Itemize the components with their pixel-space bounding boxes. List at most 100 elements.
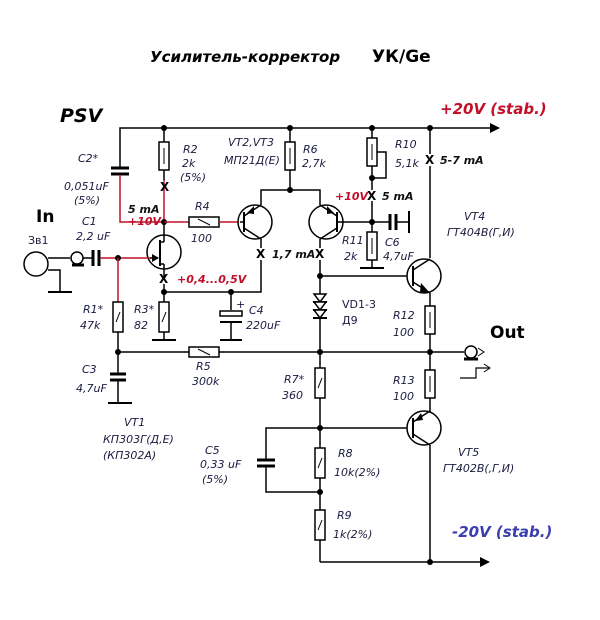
measurements-test_point_mark: X xyxy=(425,153,435,167)
components-c3-value: 4,7uF xyxy=(76,382,107,395)
components-r2-ref: R2 xyxy=(183,143,198,156)
rail-positive-label: +20V (stab.) xyxy=(440,100,547,118)
c2-value: 0,051uF xyxy=(64,180,109,193)
title-model: УК/Ge xyxy=(372,47,431,67)
components-r7-value: 360 xyxy=(282,389,303,402)
components-c6-value: 4,7uF xyxy=(383,250,414,263)
resistor-r4: R4 100 xyxy=(164,200,240,245)
transistor-vt4: X 5-7 mA VT4 ГТ404В(Г,И) xyxy=(406,128,515,306)
c2-tol: (5%) xyxy=(74,194,100,207)
components-r2-value: 2k xyxy=(182,157,196,170)
components-c3-ref: C3 xyxy=(82,363,97,376)
diff-pair-current: 1,7 mA xyxy=(272,248,315,261)
components-r10-value: 5,1k xyxy=(395,157,419,170)
components-r4-value: 100 xyxy=(191,232,212,245)
resistor-r3: R3* 82 xyxy=(134,289,176,341)
components-vt4-ref: VT4 xyxy=(464,210,485,223)
components-r5-ref: R5 xyxy=(196,360,211,373)
components-vt1-type: КП303Г(Д,Е) xyxy=(103,433,174,446)
measurements-test_point_mark: X xyxy=(256,247,266,261)
capacitor-c2: C2* 0,051uF (5%) xyxy=(64,152,164,223)
resistor-r1: R1* 47k xyxy=(80,258,124,355)
components-c1-value: 2,2 uF xyxy=(76,230,111,243)
components-r12-value: 100 xyxy=(393,326,414,339)
output-label: Out xyxy=(490,323,525,343)
resistor-r8: R8 10k(2%) xyxy=(314,428,380,495)
capacitor-c6: C6 4,7uF xyxy=(372,211,414,263)
resistor-r5: R5 300k xyxy=(118,346,430,388)
components-r8-ref: R8 xyxy=(338,447,353,460)
psv-label: PSV xyxy=(60,105,104,127)
components-r9-value: 1k(2%) xyxy=(333,528,372,541)
components-r10-ref: R10 xyxy=(395,138,417,151)
components-r13-ref: R13 xyxy=(393,374,415,387)
components-r4-ref: R4 xyxy=(195,200,210,213)
output-stage-current: 5-7 mA xyxy=(440,154,484,167)
input-label: In xyxy=(36,207,54,227)
measurements-test_point_mark: X xyxy=(159,272,169,286)
components-vt1-alt: (КП302А) xyxy=(103,449,156,462)
capacitor-c4: + C4 220uF xyxy=(164,262,281,341)
components-c5-value: 0,33 uF xyxy=(200,458,242,471)
capacitor-c5: C5 0,33 uF (5%) xyxy=(200,427,320,493)
components-c6-ref: C6 xyxy=(385,236,400,249)
title-main: Усилитель-корректор xyxy=(150,48,340,66)
resistor-r6: R6 2,7k VT2,VT3 МП21Д(Е) xyxy=(224,128,326,205)
components-c4-polarity: + xyxy=(236,298,245,311)
components-vd-type: Д9 xyxy=(342,314,358,327)
components-c1-ref: C1 xyxy=(82,215,97,228)
components-r1-value: 47k xyxy=(80,319,101,332)
components-r6-value: 2,7k xyxy=(302,157,326,170)
vt1-drain-current: 5 mA xyxy=(128,203,159,216)
components-vd-ref: VD1-3 xyxy=(342,298,376,311)
components-r9-ref: R9 xyxy=(337,509,352,522)
components-vt4-type: ГТ404В(Г,И) xyxy=(447,226,515,239)
output-jack[interactable] xyxy=(430,345,491,379)
capacitor-c3: C3 4,7uF xyxy=(76,352,132,404)
components-r1-ref: R1* xyxy=(83,303,104,316)
measurements-test_point_mark: X xyxy=(367,189,377,203)
components-r7-ref: R7* xyxy=(284,373,305,386)
components-r11-value: 2k xyxy=(344,250,358,263)
components-r11-ref: R11 xyxy=(342,234,364,247)
rail-positive-arrow-icon xyxy=(490,123,500,133)
components-vt5-ref: VT5 xyxy=(458,446,479,459)
resistor-r2: X R2 2k (5%) 5 mA +10V xyxy=(128,128,206,228)
measurements-test_point_mark: X xyxy=(160,180,170,194)
resistor-r10: X R10 5,1k +10V 5 mA xyxy=(335,128,419,225)
components-vt23-ref: VT2,VT3 xyxy=(228,136,274,149)
transistor-vt1: X +0,4...0,5V VT1 КП303Г(Д,Е) (КП302А) xyxy=(103,222,248,462)
components-c5-tol: (5%) xyxy=(202,473,228,486)
vt1-drain-voltage: +10V xyxy=(128,215,163,228)
transistor-vt2: X xyxy=(237,204,273,262)
components-r3-ref: R3* xyxy=(134,303,155,316)
components-r5-value: 300k xyxy=(192,375,220,388)
input-jack[interactable] xyxy=(23,251,92,293)
transistor-vt3: X 1,7 mA xyxy=(272,204,372,279)
capacitor-c1: C1 2,2 uF xyxy=(76,215,121,266)
transistor-vt5: VT5 ГТ402В(,Г,И) xyxy=(406,410,514,562)
input-jack-label: Зв1 xyxy=(28,234,49,247)
components-c4-ref: C4 xyxy=(249,304,264,317)
components-vt5-type: ГТ402В(,Г,И) xyxy=(443,462,514,475)
resistor-r9: R9 1k(2%) xyxy=(314,492,372,562)
components-r8-value: 10k(2%) xyxy=(334,466,380,479)
components-r3-value: 82 xyxy=(134,319,148,332)
resistor-r7: R7* 360 xyxy=(282,352,326,431)
components-r6-ref: R6 xyxy=(303,143,318,156)
components-c4-value: 220uF xyxy=(246,319,281,332)
r10-voltage: +10V xyxy=(335,190,370,203)
c2-ref: C2* xyxy=(78,152,99,165)
resistor-r13: R13 100 xyxy=(393,369,436,412)
components-r12-ref: R12 xyxy=(393,309,415,322)
components-vt1-ref: VT1 xyxy=(124,416,145,429)
measurements-test_point_mark: X xyxy=(315,247,325,261)
components-r2-tol: (5%) xyxy=(180,171,206,184)
r10-current: 5 mA xyxy=(382,190,413,203)
rail-negative xyxy=(320,557,490,567)
rail-negative-arrow-icon xyxy=(480,557,490,567)
resistor-r12: R12 100 xyxy=(393,305,436,370)
rail-negative-label: -20V (stab.) xyxy=(452,523,552,541)
components-c5-ref: C5 xyxy=(205,444,220,457)
